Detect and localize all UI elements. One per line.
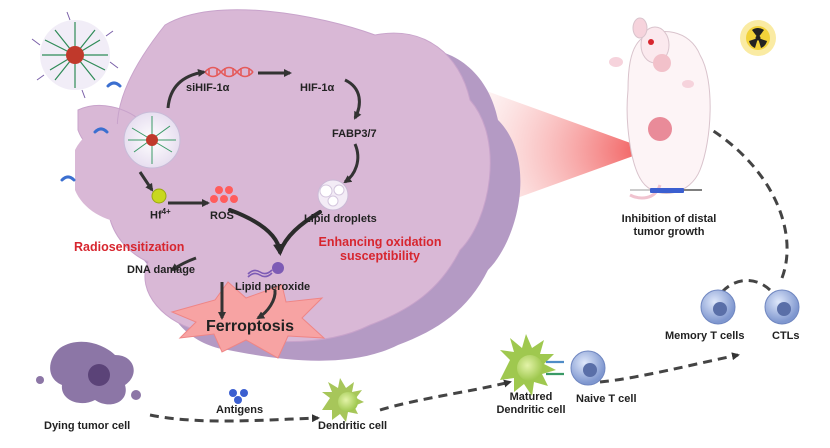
label-enhancing-line2: susceptibility — [340, 249, 420, 264]
label-enhancing-line1: Enhancing oxidation — [318, 235, 442, 249]
mouse-icon — [609, 17, 711, 200]
label-inhibition-line2: tumor growth — [633, 225, 705, 238]
label-memory-t-cells: Memory T cells — [665, 330, 745, 342]
lipid-peroxide-icon — [247, 262, 284, 278]
syringe-icon — [630, 188, 702, 193]
ctl-cell-icon — [764, 289, 800, 325]
label-dna-damage: DNA damage — [127, 264, 196, 276]
label-hf-text: Hf — [150, 209, 162, 222]
matured-dendritic-cell-icon — [500, 334, 556, 396]
naive-t-cell-icon — [570, 350, 606, 386]
label-ferroptosis: Ferroptosis — [206, 318, 295, 335]
label-inhibition-line1: Inhibition of distal — [621, 213, 717, 225]
receptor-icons — [60, 81, 122, 182]
radiation-icon — [740, 20, 776, 56]
ferroptosis-burst — [170, 281, 326, 359]
label-ctls: CTLs — [772, 330, 800, 342]
label-inhibition: Inhibition of distal tumor growth — [604, 213, 734, 238]
label-antigens: Antigens — [216, 404, 264, 416]
label-ros: ROS — [210, 210, 234, 222]
pathway-arrows — [138, 68, 362, 320]
antigen-presentation-icon — [546, 360, 564, 376]
dendritic-cell-icon — [322, 378, 364, 422]
label-sihif: siHIF-1α — [186, 82, 230, 94]
label-dendritic-cell: Dendritic cell — [318, 420, 388, 432]
label-hf-superscript: 4+ — [161, 207, 171, 216]
hf-ion-icon — [151, 188, 167, 204]
label-matured-line1: Matured — [509, 391, 553, 403]
antigen-icon — [229, 389, 248, 404]
dying-tumor-cell-icon — [36, 341, 141, 405]
label-lipid-droplets: Lipid droplets — [304, 213, 377, 225]
label-matured-dendritic-cell: Matured Dendritic cell — [486, 391, 576, 416]
label-matured-line2: Dendritic cell — [496, 403, 566, 416]
label-dying-tumor-cell: Dying tumor cell — [44, 420, 131, 432]
immune-cascade-arrows — [149, 118, 789, 423]
convergence-arrow — [228, 208, 322, 256]
polymer-nanoparticle-icon — [31, 11, 119, 99]
label-hif: HIF-1α — [300, 82, 335, 94]
internal-nanoparticle-icon — [123, 111, 181, 169]
label-hf: Hf4+ — [150, 207, 171, 222]
label-lipid-peroxide: Lipid peroxide — [235, 281, 311, 293]
dna-helix-icon — [204, 66, 254, 78]
lipid-droplet-icon — [317, 179, 349, 211]
label-fabp: FABP3/7 — [332, 128, 377, 140]
label-radiosensitization: Radiosensitization — [74, 240, 185, 254]
ros-icon — [210, 186, 238, 203]
memory-t-cell-icon — [700, 289, 736, 325]
label-enhancing-oxidation: Enhancing oxidation susceptibility — [310, 235, 450, 264]
label-naive-t-cell: Naive T cell — [576, 393, 637, 405]
